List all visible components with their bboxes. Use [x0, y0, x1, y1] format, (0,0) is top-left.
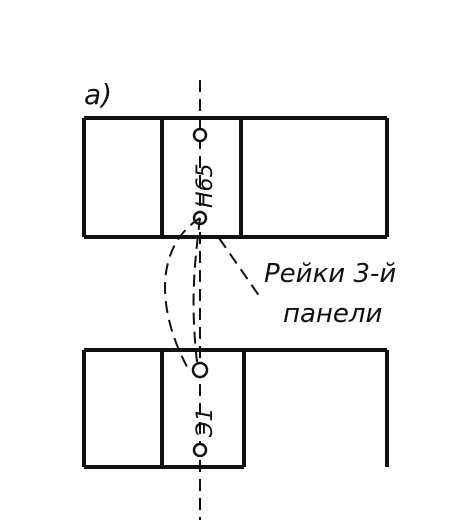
bottom-hole-upper — [191, 361, 209, 379]
connector-left — [164, 217, 201, 373]
connector-right — [192, 217, 201, 363]
bottom-hole-lower — [192, 442, 208, 458]
top-panel — [82, 116, 389, 239]
bottom-panel-mark: Э1 — [193, 408, 218, 438]
leader-line — [218, 237, 263, 301]
subfigure-label: а) — [84, 78, 112, 111]
callout-line-1: Рейки 3-й — [264, 259, 396, 289]
bottom-panel — [82, 348, 389, 469]
top-panel-mark: Н65 — [193, 163, 218, 208]
top-hole-upper — [192, 127, 208, 143]
callout-line-2: панели — [283, 299, 382, 329]
